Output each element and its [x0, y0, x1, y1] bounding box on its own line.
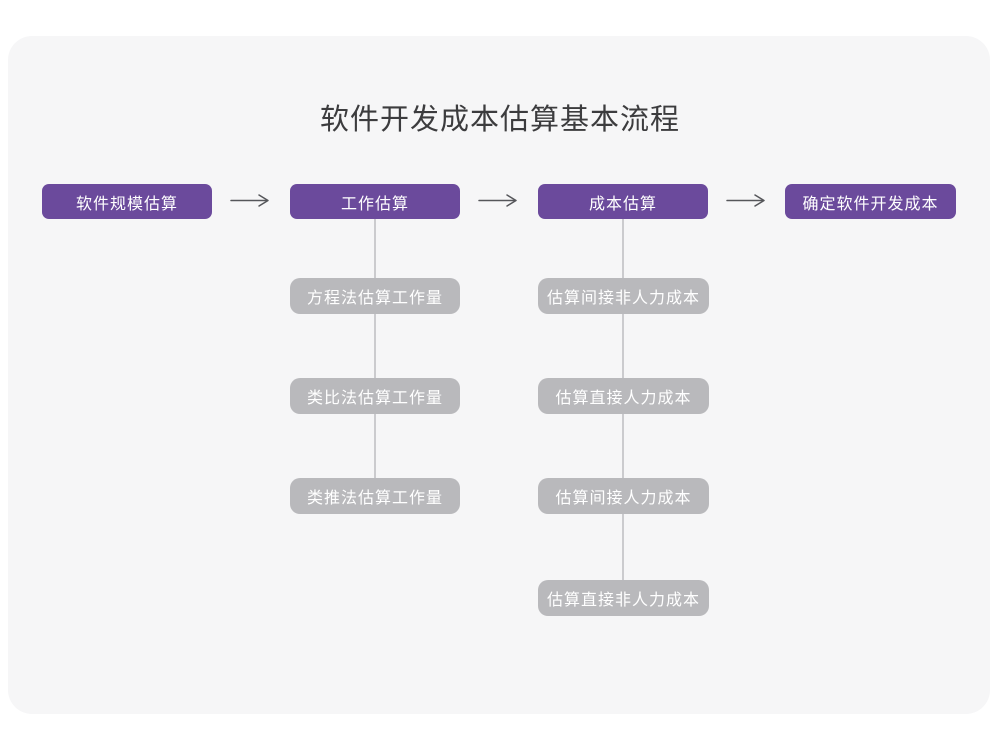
substep-node-indirect-labor-cost: 估算间接人力成本 [538, 478, 709, 514]
substep-label: 估算直接人力成本 [555, 390, 692, 407]
substep-node-analogy-method: 类比法估算工作量 [290, 378, 460, 414]
right-arrow-icon [230, 194, 269, 207]
substep-node-indirect-nonlabor-cost: 估算间接非人力成本 [538, 278, 709, 314]
substep-node-direct-nonlabor-cost: 估算直接非人力成本 [538, 580, 709, 616]
stage-node-cost-estimation: 成本估算 [538, 184, 708, 219]
stage-label: 确定软件开发成本 [802, 195, 939, 213]
substep-node-equation-method: 方程法估算工作量 [290, 278, 460, 314]
substep-label: 估算间接非人力成本 [546, 290, 700, 307]
stage-label: 软件规模估算 [75, 195, 178, 213]
right-arrow-icon [726, 194, 765, 207]
stage-node-work-estimation: 工作估算 [290, 184, 460, 219]
substep-node-extrapolation-method: 类推法估算工作量 [290, 478, 460, 514]
stage-label: 成本估算 [588, 195, 657, 213]
right-arrow-icon [478, 194, 517, 207]
stage-node-determine-development-cost: 确定软件开发成本 [785, 184, 956, 219]
vertical-connector-line [374, 219, 376, 482]
substep-node-direct-labor-cost: 估算直接人力成本 [538, 378, 709, 414]
substep-label: 类比法估算工作量 [306, 390, 443, 407]
substep-label: 类推法估算工作量 [306, 490, 443, 507]
diagram-title: 软件开发成本估算基本流程 [319, 104, 680, 136]
substep-label: 方程法估算工作量 [306, 290, 443, 307]
stage-node-software-scale-estimation: 软件规模估算 [42, 184, 212, 219]
substep-label: 估算直接非人力成本 [546, 592, 700, 609]
diagram-canvas [8, 36, 990, 714]
substep-label: 估算间接人力成本 [555, 490, 692, 507]
stage-label: 工作估算 [340, 195, 409, 213]
